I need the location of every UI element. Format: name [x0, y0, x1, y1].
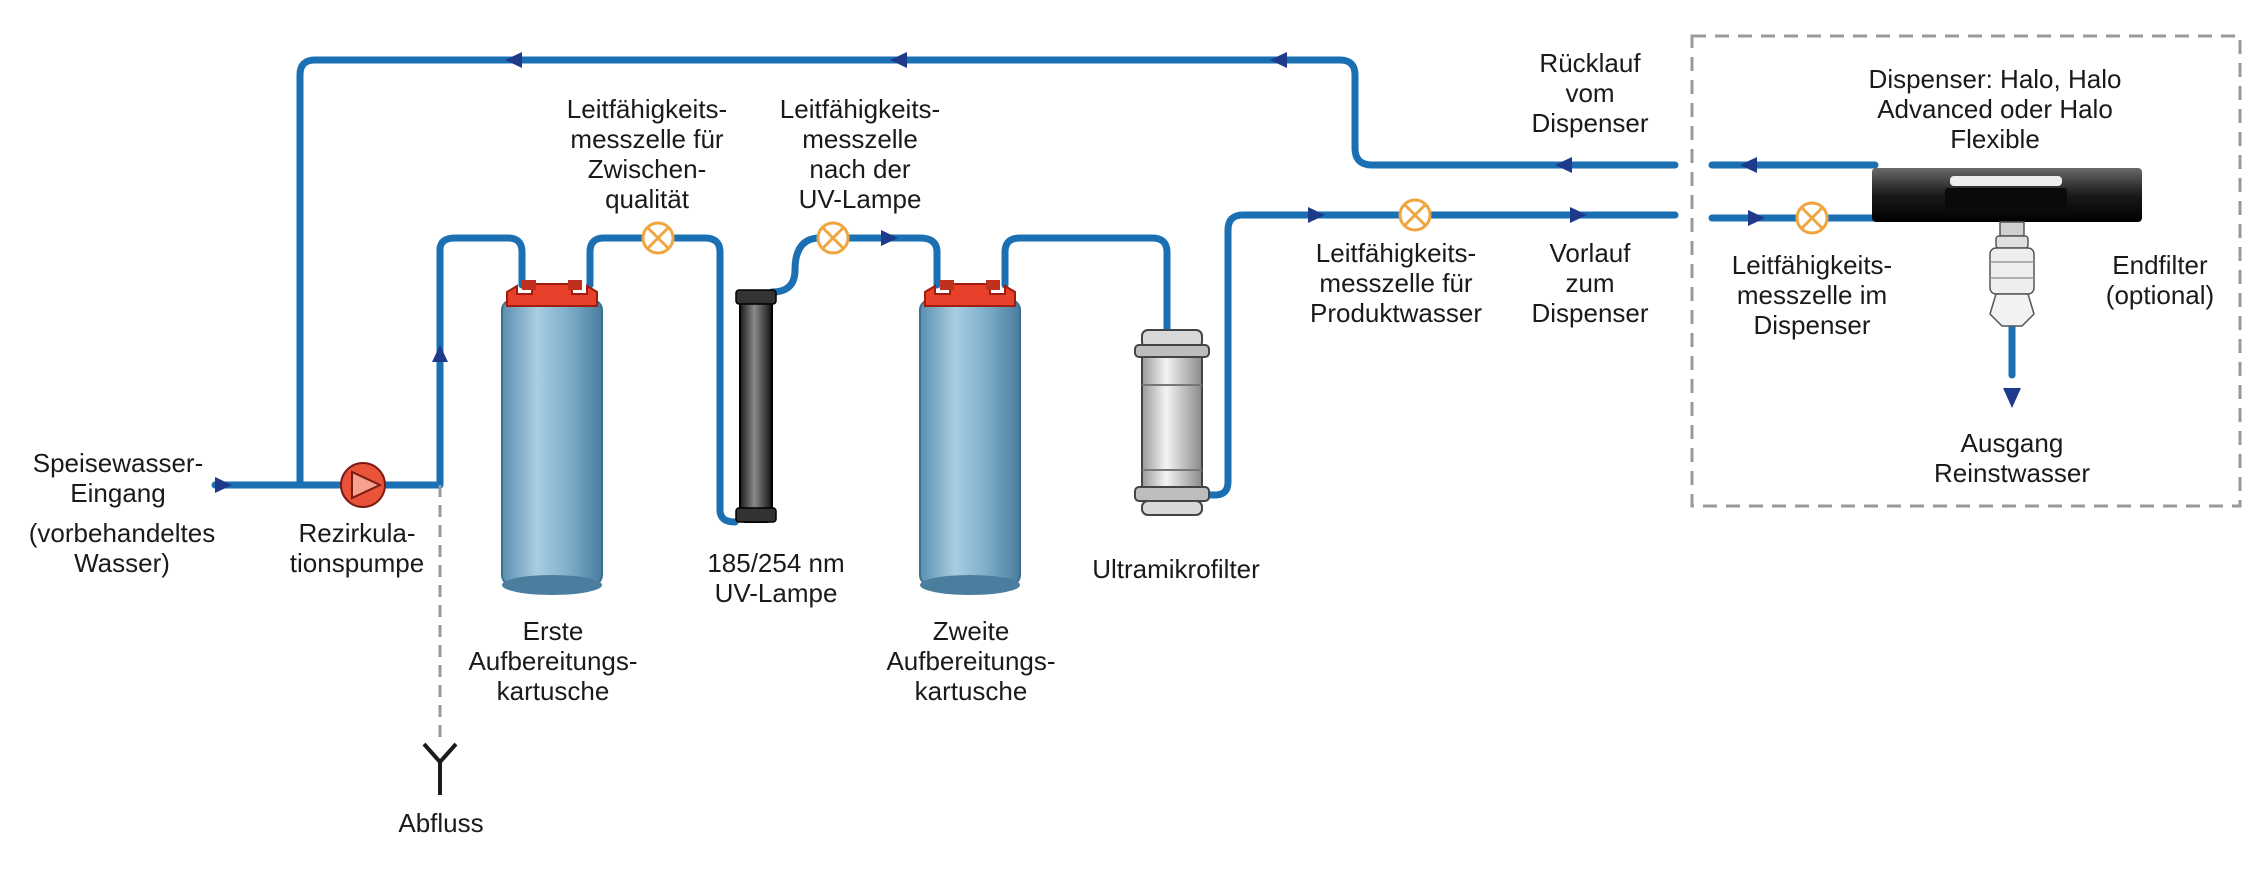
svg-text:Erste: Erste — [523, 616, 584, 646]
svg-text:tionspumpe: tionspumpe — [290, 548, 424, 578]
svg-text:kartusche: kartusche — [915, 676, 1028, 706]
svg-text:UV-Lampe: UV-Lampe — [715, 578, 838, 608]
label-feed: Speisewasser- Eingang (vorbehandeltes Wa… — [29, 448, 215, 578]
label-end-filter: Endfilter (optional) — [2106, 250, 2214, 310]
dispenser-boundary — [1690, 34, 2242, 508]
label-supply: Vorlauf zum Dispenser — [1531, 238, 1648, 328]
arrow-return-5 — [1740, 157, 1757, 173]
label-sensor-3: Leitfähigkeits- messzelle für Produktwas… — [1310, 238, 1482, 328]
label-sensor-1: Leitfähigkeits- messzelle für Zwischen- … — [567, 94, 727, 214]
label-first-cartridge: Erste Aufbereitungs- kartusche — [468, 616, 637, 706]
svg-text:Speisewasser-: Speisewasser- — [33, 448, 204, 478]
arrow-riser — [432, 345, 448, 362]
svg-text:Dispenser: Dispenser — [1531, 108, 1648, 138]
dispenser-unit — [1872, 168, 2142, 222]
svg-text:Leitfähigkeits-: Leitfähigkeits- — [780, 94, 940, 124]
svg-text:nach der: nach der — [809, 154, 911, 184]
label-ultramicrofilter: Ultramikrofilter — [1092, 554, 1260, 584]
svg-text:Aufbereitungs-: Aufbereitungs- — [468, 646, 637, 676]
label-dispenser: Dispenser: Halo, Halo Advanced oder Halo… — [1869, 64, 2122, 154]
svg-text:qualität: qualität — [605, 184, 690, 214]
svg-text:Dispenser: Dispenser — [1753, 310, 1870, 340]
svg-text:Abfluss: Abfluss — [398, 808, 483, 838]
label-outlet: Ausgang Reinstwasser — [1934, 428, 2090, 488]
svg-text:vom: vom — [1565, 78, 1614, 108]
label-second-cartridge: Zweite Aufbereitungs- kartusche — [886, 616, 1055, 706]
label-drain: Abfluss — [398, 808, 483, 838]
label-uv-lamp: 185/254 nm UV-Lampe — [707, 548, 844, 608]
svg-text:kartusche: kartusche — [497, 676, 610, 706]
svg-text:Eingang: Eingang — [70, 478, 165, 508]
arrow-return-2 — [890, 52, 907, 68]
label-sensor-4: Leitfähigkeits- messzelle im Dispenser — [1732, 250, 1892, 340]
conductivity-sensor-1 — [641, 221, 675, 255]
arrow-supply-1 — [1308, 207, 1325, 223]
drain-icon — [422, 742, 458, 795]
ultramicrofilter — [1134, 329, 1210, 516]
svg-text:Advanced oder Halo: Advanced oder Halo — [1877, 94, 2113, 124]
arrow-return-1 — [505, 52, 522, 68]
svg-text:Leitfähigkeits-: Leitfähigkeits- — [567, 94, 727, 124]
svg-text:Endfilter: Endfilter — [2112, 250, 2208, 280]
conductivity-sensor-3 — [1398, 198, 1432, 232]
svg-text:(optional): (optional) — [2106, 280, 2214, 310]
svg-text:messzelle für: messzelle für — [570, 124, 723, 154]
svg-text:Dispenser: Dispenser — [1531, 298, 1648, 328]
label-sensor-2: Leitfähigkeits- messzelle nach der UV-La… — [780, 94, 940, 214]
svg-text:messzelle im: messzelle im — [1737, 280, 1887, 310]
arrow-feed-in — [215, 477, 232, 493]
svg-text:Vorlauf: Vorlauf — [1550, 238, 1632, 268]
uv-lamp — [735, 289, 777, 523]
svg-text:Leitfähigkeits-: Leitfähigkeits- — [1316, 238, 1476, 268]
svg-text:(vorbehandeltes: (vorbehandeltes — [29, 518, 215, 548]
conductivity-sensor-4 — [1795, 201, 1829, 235]
pipe-network — [211, 56, 2016, 740]
svg-text:Dispenser: Halo, Halo: Dispenser: Halo, Halo — [1869, 64, 2122, 94]
arrow-uv-out — [881, 230, 898, 246]
svg-text:Produktwasser: Produktwasser — [1310, 298, 1482, 328]
arrow-supply-3 — [1748, 210, 1765, 226]
svg-text:messzelle für: messzelle für — [1319, 268, 1472, 298]
first-cartridge — [501, 280, 603, 595]
flow-arrows — [215, 52, 2021, 493]
end-filter — [1989, 221, 2035, 327]
svg-text:Rücklauf: Rücklauf — [1539, 48, 1641, 78]
svg-text:Rezirkula-: Rezirkula- — [298, 518, 415, 548]
svg-text:Zwischen-: Zwischen- — [588, 154, 706, 184]
svg-text:zum: zum — [1565, 268, 1614, 298]
recirculation-pump — [340, 462, 386, 508]
svg-text:185/254 nm: 185/254 nm — [707, 548, 844, 578]
svg-text:Wasser): Wasser) — [74, 548, 170, 578]
second-cartridge — [919, 280, 1021, 595]
svg-text:Ultramikrofilter: Ultramikrofilter — [1092, 554, 1260, 584]
svg-text:Reinstwasser: Reinstwasser — [1934, 458, 2090, 488]
svg-text:UV-Lampe: UV-Lampe — [799, 184, 922, 214]
arrow-return-4 — [1555, 157, 1572, 173]
arrow-return-3 — [1270, 52, 1287, 68]
arrow-outlet — [2003, 388, 2021, 408]
conductivity-sensor-2 — [816, 221, 850, 255]
arrow-supply-2 — [1570, 207, 1587, 223]
svg-text:Aufbereitungs-: Aufbereitungs- — [886, 646, 1055, 676]
label-return: Rücklauf vom Dispenser — [1531, 48, 1648, 138]
label-pump: Rezirkula- tionspumpe — [290, 518, 424, 578]
svg-text:messzelle: messzelle — [802, 124, 918, 154]
svg-text:Zweite: Zweite — [933, 616, 1010, 646]
svg-text:Flexible: Flexible — [1950, 124, 2040, 154]
svg-text:Ausgang: Ausgang — [1961, 428, 2064, 458]
svg-text:Leitfähigkeits-: Leitfähigkeits- — [1732, 250, 1892, 280]
